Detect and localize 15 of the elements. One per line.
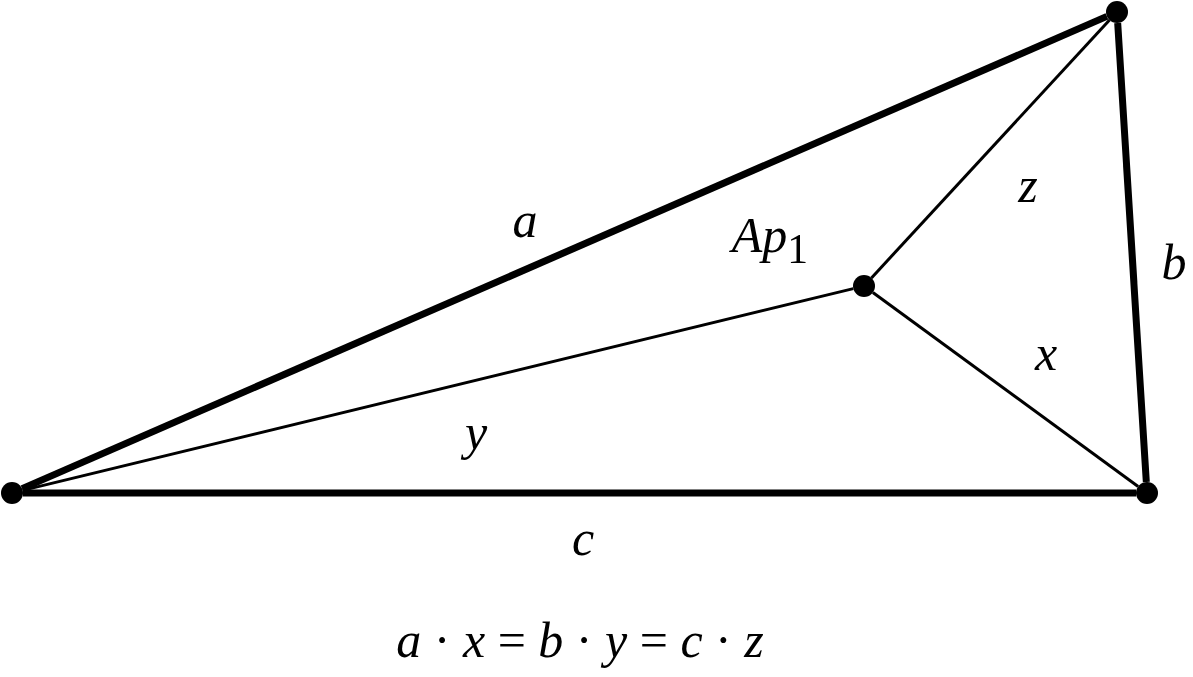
vertex-point bbox=[1136, 482, 1158, 504]
edge-label: b bbox=[1161, 237, 1187, 287]
line-segment bbox=[20, 13, 1109, 492]
edge-label: z bbox=[1018, 160, 1038, 210]
point-label: Ap$_{1}$ bbox=[731, 209, 809, 271]
line-segment bbox=[1114, 22, 1150, 483]
vertex-point bbox=[1106, 1, 1128, 23]
line-segment bbox=[872, 291, 1139, 488]
vertex-point bbox=[853, 275, 875, 297]
vertex-point bbox=[1, 482, 23, 504]
edge-label: x bbox=[1034, 328, 1058, 378]
line-segment bbox=[870, 19, 1111, 279]
edge-label: a bbox=[512, 195, 538, 245]
edge-label: c bbox=[571, 513, 595, 563]
line-segment bbox=[23, 489, 1136, 497]
